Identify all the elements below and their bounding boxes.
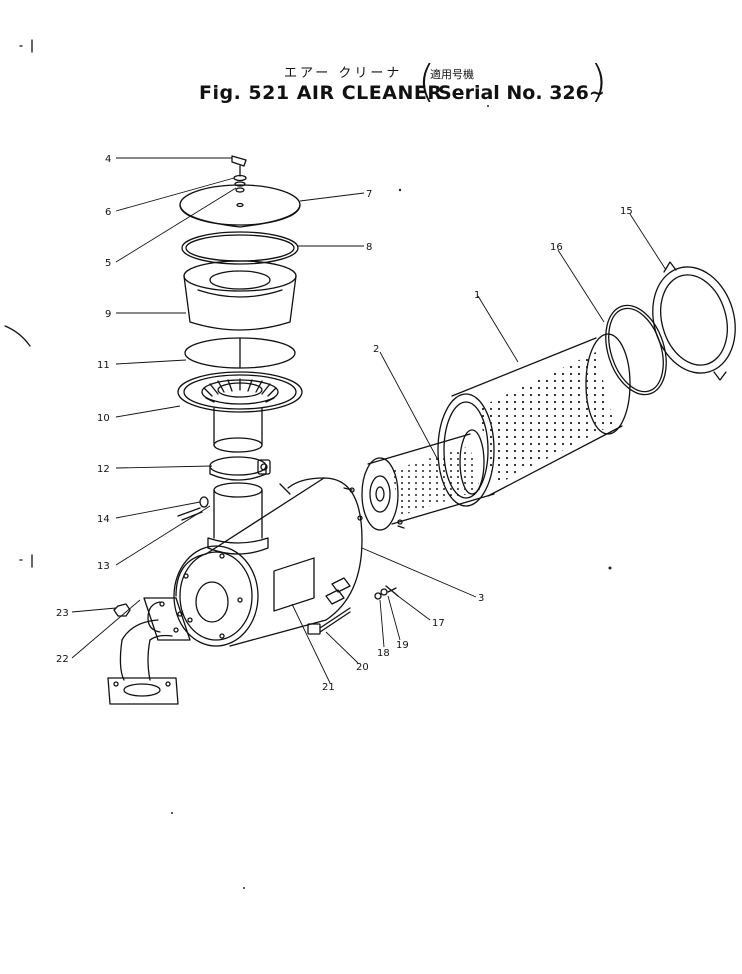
outlet-tube-part: [207, 482, 269, 555]
callout-12: 12: [97, 464, 110, 475]
callout-2: 2: [373, 344, 379, 355]
wing-nut-part: [231, 155, 247, 177]
figure-title: Fig. 521 AIR CLEANER: [199, 82, 443, 104]
hose-clamp-part: [209, 456, 271, 481]
callout-20: 20: [356, 662, 369, 673]
clamp-hardware-part: [374, 585, 399, 600]
nut-part-23: [113, 603, 131, 617]
open-parenthesis: (: [418, 56, 436, 107]
scan-specks: [171, 105, 612, 889]
pre-cleaner-bowl-part: [183, 260, 297, 331]
inner-element-part: [343, 429, 495, 531]
bolt-part-20: [307, 607, 351, 635]
callout-5: 5: [105, 258, 111, 269]
callout-4: 4: [105, 154, 111, 165]
callout-18: 18: [377, 648, 390, 659]
callout-1: 1: [474, 290, 480, 301]
callout-16: 16: [550, 242, 563, 253]
inlet-tube-part: [213, 407, 263, 453]
callout-21: 21: [322, 682, 335, 693]
callout-9: 9: [105, 309, 111, 320]
oring-part: [184, 337, 296, 369]
vane-ring-part: [177, 371, 303, 413]
close-parenthesis: ): [590, 56, 608, 107]
cover-part: [179, 184, 301, 228]
callout-labels: 4 6 5 7 8 9 11 10 12 14 13 23 22 21 20 1…: [56, 154, 633, 693]
elbow-part: [107, 597, 191, 705]
callout-14: 14: [97, 514, 110, 525]
callout-7: 7: [366, 189, 372, 200]
serial-range: Serial No. 326~: [438, 82, 605, 104]
figure-header: エアー クリーナ 適用号機 Fig. 521 AIR CLEANER ( Ser…: [0, 0, 742, 110]
washer-parts: [233, 174, 247, 193]
callout-19: 19: [396, 640, 409, 651]
gasket-ring-part: [181, 231, 299, 265]
housing-body-part: [173, 477, 363, 647]
callout-13: 13: [97, 561, 110, 572]
leader-lines: [71, 157, 667, 684]
outer-element-part: [437, 333, 631, 507]
end-cap-part: [652, 261, 736, 381]
callout-6: 6: [105, 207, 111, 218]
callout-8: 8: [366, 242, 372, 253]
callout-11: 11: [97, 360, 110, 371]
callout-23: 23: [56, 608, 69, 619]
title-japanese: エアー クリーナ: [284, 66, 403, 81]
callout-10: 10: [97, 413, 110, 424]
callout-3: 3: [478, 593, 484, 604]
applicability-japanese: 適用号機: [430, 68, 474, 81]
callout-22: 22: [56, 654, 69, 665]
callout-15: 15: [620, 206, 633, 217]
callout-17: 17: [432, 618, 445, 629]
margin-marks: [4, 39, 33, 568]
